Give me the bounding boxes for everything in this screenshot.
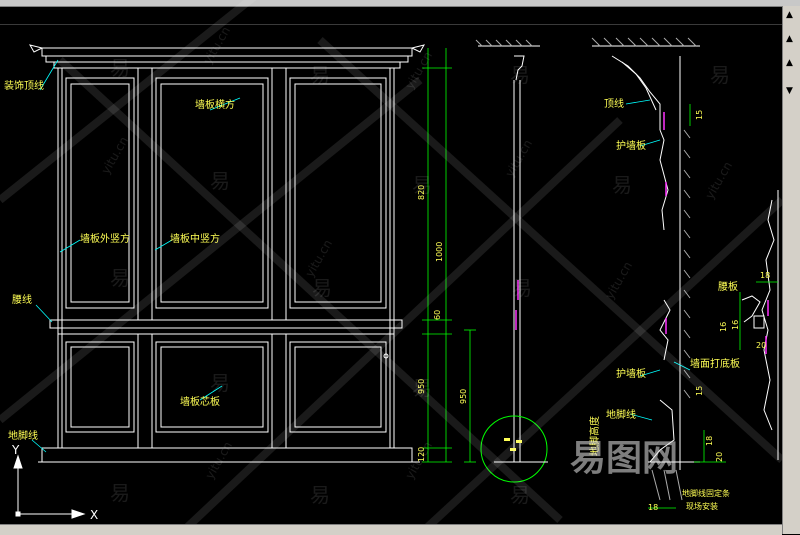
waist-detail-dims <box>739 281 778 350</box>
detail-labels: 顶线 护墙板 护墙板 地脚线 墙面打底板 地脚高度 地脚线固定条 现场安装 <box>588 97 740 511</box>
detail-section <box>591 37 700 501</box>
skirting-label: 地脚线 <box>8 429 38 442</box>
detail-wainscot-upper-label: 护墙板 <box>616 139 646 152</box>
watermark-url: yitu.cn <box>200 24 233 66</box>
ucs-axis-icon <box>13 454 86 519</box>
dim-120: 120 <box>417 447 426 462</box>
detail-dim-15-lower: 15 <box>695 386 704 396</box>
side-detail-marks <box>504 438 522 451</box>
waist-detail <box>741 190 779 460</box>
front-leaders <box>31 59 241 453</box>
detail-dim-15-top: 15 <box>695 110 704 120</box>
detail-wainscot-lower-label: 护墙板 <box>616 367 646 380</box>
scroll-down-icon[interactable]: ▼ <box>786 86 793 96</box>
outer-stile-label: 墙板外竖方 <box>80 232 130 245</box>
window-titlebar <box>0 0 800 7</box>
scroll-up-icon[interactable]: ▲ <box>786 34 793 44</box>
crown-label: 装饰顶线 <box>4 79 44 92</box>
panel-rail-label: 墙板横方 <box>195 98 235 111</box>
dim-1000: 1000 <box>435 242 444 262</box>
axis-y-label: Y <box>11 443 20 457</box>
watermark-glyph: 易 <box>510 63 530 87</box>
detail-accents <box>663 112 667 334</box>
horizontal-scrollbar[interactable] <box>0 524 782 535</box>
watermark-url: yitu.cn <box>402 439 435 481</box>
watermark-url: yitu.cn <box>302 237 335 279</box>
detail-note-1: 地脚线固定条 <box>682 488 730 498</box>
watermark-logo: 易图网 <box>570 438 678 479</box>
watermark-glyph: 易 <box>310 483 330 507</box>
watermark-glyph: 易 <box>412 376 432 400</box>
waist-detail-texts: 腰板 18 16 16 20 <box>718 271 770 350</box>
detail-waist-label: 腰板 <box>718 280 738 293</box>
detail-note-2: 现场安装 <box>686 501 718 511</box>
panel-core-label: 墙板芯板 <box>180 395 220 408</box>
detail-base-board-label: 墙面打底板 <box>690 357 740 370</box>
front-elevation <box>28 44 426 463</box>
detail-leaders <box>625 99 691 421</box>
detail-dim-18-foot: 18 <box>648 503 658 512</box>
scroll-up-icon[interactable]: ▲ <box>786 58 793 68</box>
watermark-glyph: 易 <box>312 276 332 300</box>
detail-dim-18-right: 18 <box>760 271 770 280</box>
watermark-glyph: 易 <box>110 56 130 80</box>
dim-60: 60 <box>433 310 442 320</box>
watermark-glyph: 易 <box>710 63 730 87</box>
detail-dim-18-bottom: 18 <box>705 436 714 446</box>
watermark-glyph: 易 <box>512 276 532 300</box>
watermark-url: yitu.cn <box>702 159 735 201</box>
side-accents <box>515 280 519 330</box>
dim-820: 820 <box>417 185 426 200</box>
watermark-glyph: 易 <box>310 63 330 87</box>
ruler-strip <box>0 24 782 25</box>
scroll-up-icon[interactable]: ▲ <box>786 10 793 20</box>
dimension-chain <box>422 48 476 463</box>
watermark-glyph: 易 <box>412 173 432 197</box>
detail-dim-20-right: 20 <box>756 341 766 350</box>
dimension-texts: 820 1000 60 950 950 120 <box>417 185 468 462</box>
watermark-url: yitu.cn <box>98 134 131 176</box>
watermark-glyph: 易 <box>110 266 130 290</box>
watermark-glyph: 易 <box>510 483 530 507</box>
side-section <box>475 39 548 483</box>
watermark-glyph: 易 <box>612 173 632 197</box>
mid-stile-label: 墙板中竖方 <box>170 232 220 245</box>
detail-dim-lines <box>648 104 726 509</box>
waist-detail-accents <box>765 300 769 354</box>
detail-dim-texts: 15 15 18 20 18 <box>648 110 724 512</box>
detail-dim-20-bottom: 20 <box>715 452 724 462</box>
axis-x-label: X <box>90 508 98 522</box>
waist-line-label: 腰线 <box>12 293 32 306</box>
watermark-url: yitu.cn <box>502 137 535 179</box>
watermark-glyph: 易 <box>210 371 230 395</box>
watermark-layer: 易 易 易 易 易 易 易 易 易 易 易 易 易 易 易 yitu.cn yi… <box>0 0 782 524</box>
dim-lower: 950 <box>417 379 426 394</box>
detail-top-line-label: 顶线 <box>604 97 624 110</box>
vertical-scrollbar[interactable]: ▲ ▲ ▲ ▼ <box>782 6 800 534</box>
watermark-url: yitu.cn <box>202 439 235 481</box>
detail-dim-16-a: 16 <box>719 322 728 332</box>
detail-skirting-label: 地脚线 <box>606 408 636 421</box>
watermark-url: yitu.cn <box>602 259 635 301</box>
watermark-glyph: 易 <box>110 481 130 505</box>
detail-skirting-height-label: 地脚高度 <box>588 416 601 456</box>
front-labels: 装饰顶线 墙板横方 墙板外竖方 墙板中竖方 腰线 墙板芯板 地脚线 <box>4 79 235 442</box>
watermark-glyph: 易 <box>210 169 230 193</box>
dim-950: 950 <box>459 389 468 404</box>
cad-drawing-canvas[interactable]: 装饰顶线 墙板横方 墙板外竖方 墙板中竖方 腰线 墙板芯板 地脚线 820 10… <box>0 0 782 524</box>
detail-dim-16-b: 16 <box>731 320 740 330</box>
